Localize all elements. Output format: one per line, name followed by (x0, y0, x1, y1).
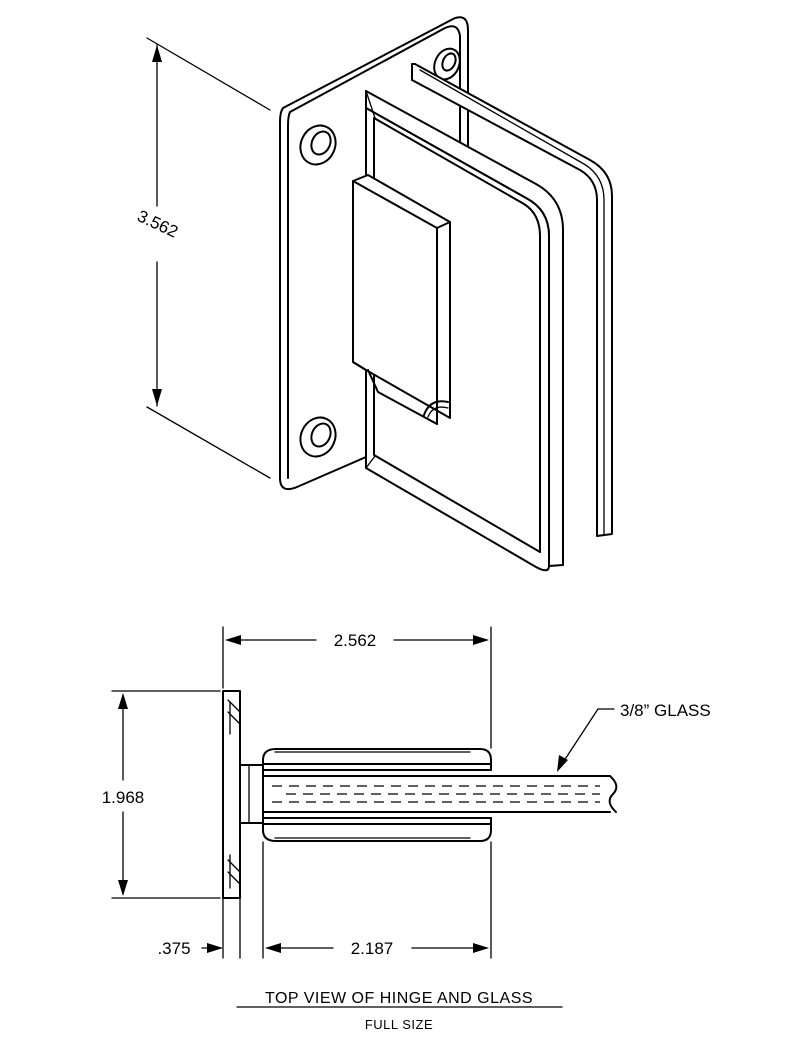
height-dimension: 1.968 (102, 690, 221, 899)
caption: TOP VIEW OF HINGE AND GLASS FULL SIZE (236, 990, 563, 1032)
glass-callout: 3/8” GLASS (557, 701, 711, 772)
plate-thickness-dimension: .375 (157, 897, 241, 959)
height-label: 1.968 (102, 788, 145, 807)
top-width-dimension: 2.562 (222, 626, 492, 749)
plate-thickness-label: .375 (157, 939, 190, 958)
glass-panel (262, 769, 618, 819)
hinge-neck (239, 764, 264, 824)
top-view: 2.562 1.968 (102, 626, 711, 1032)
glass-callout-label: 3/8” GLASS (620, 701, 711, 720)
back-clamp-plate (411, 63, 613, 537)
mounting-hole-bottom-left (299, 416, 337, 458)
iso-height-label: 3.562 (134, 206, 181, 241)
isometric-view: 3.562 (134, 16, 613, 572)
clamp-width-label: 2.187 (351, 939, 394, 958)
top-width-label: 2.562 (334, 631, 377, 650)
mounting-hole-top-left (299, 124, 337, 166)
bottom-clamp-plate (262, 817, 492, 842)
caption-title: TOP VIEW OF HINGE AND GLASS (265, 990, 533, 1007)
hinge-knuckle-block (352, 174, 451, 425)
wall-plate-top (222, 690, 241, 899)
top-clamp-plate (262, 748, 492, 771)
clamp-width-dimension: 2.187 (262, 841, 492, 959)
iso-height-dimension: 3.562 (134, 37, 271, 479)
caption-subtitle: FULL SIZE (365, 1017, 433, 1032)
